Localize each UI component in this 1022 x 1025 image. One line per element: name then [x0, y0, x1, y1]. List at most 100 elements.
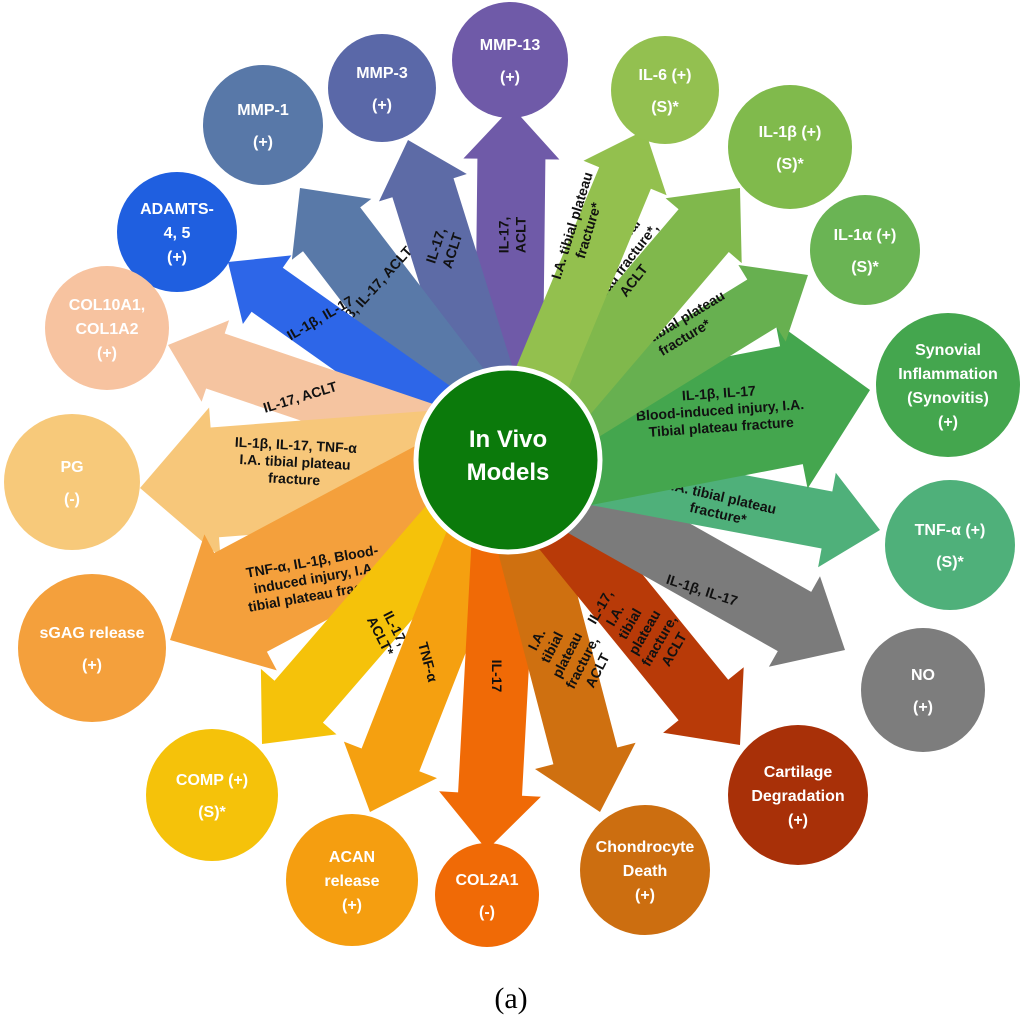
- target-circle-sgag: [18, 574, 166, 722]
- target-label-acan: ACAN release (+): [324, 849, 379, 914]
- arrow-label-line: IL-1β, IL-17: [681, 382, 756, 403]
- target-label-line: MMP-13: [480, 37, 541, 54]
- target-circle-il1b: [728, 85, 852, 209]
- target-label-line: MMP-3: [356, 65, 408, 82]
- target-circle-mmp1: [203, 65, 323, 185]
- figure-caption: (a): [494, 982, 528, 1015]
- target-label-il1b: IL-1β (+) (S)*: [759, 124, 822, 173]
- target-label-line: (+): [167, 249, 187, 266]
- target-label-sgag: sGAG release (+): [40, 625, 145, 674]
- target-circle-pg: [4, 414, 140, 550]
- target-label-line: (Synovitis): [907, 390, 989, 407]
- target-circle-col2: [435, 843, 539, 947]
- target-label-line: (+): [342, 897, 362, 914]
- arrow-il6: [493, 130, 667, 443]
- target-label-line: Synovial: [915, 342, 981, 359]
- target-label-line: (S)*: [776, 156, 804, 173]
- target-label-line: NO: [911, 667, 935, 684]
- target-circle-col10: [45, 266, 169, 390]
- arrow-label-mmp13: IL-17,ACLT: [495, 216, 528, 253]
- target-label-line: COMP (+): [176, 772, 248, 789]
- target-label-line: (+): [938, 414, 958, 431]
- target-label-tnfa: TNF-α (+) (S)*: [915, 522, 986, 571]
- center-label-line2: Models: [467, 459, 550, 486]
- target-label-line: IL-1α (+): [834, 227, 897, 244]
- target-circle-il1a: [810, 195, 920, 305]
- arrow-synovitis: [526, 321, 870, 514]
- arrow-label-line: fracture: [268, 470, 321, 489]
- target-label-line: COL10A1,: [69, 297, 145, 314]
- target-label-line: 4, 5: [164, 225, 191, 242]
- target-label-line: Degradation: [751, 788, 844, 805]
- target-label-il1a: IL-1α (+) (S)*: [834, 227, 897, 276]
- target-label-line: Chondrocyte: [596, 839, 695, 856]
- target-label-line: Death: [623, 863, 667, 880]
- center-label-line1: In Vivo: [469, 426, 547, 453]
- target-circle-acan: [286, 814, 418, 946]
- arrow-label-col2: IL-17: [489, 660, 505, 693]
- target-label-line: release: [324, 873, 379, 890]
- target-circle-tnfa: [885, 480, 1015, 610]
- target-label-comp: COMP (+) (S)*: [176, 772, 248, 821]
- target-label-pg: PG (-): [60, 459, 83, 508]
- center-circle: [413, 365, 603, 555]
- arrow-label-line: IL-17,: [495, 217, 511, 254]
- arrow-chondro: [483, 480, 636, 812]
- target-circle-adamts: [117, 172, 237, 292]
- target-label-mmp3: MMP-3 (+): [356, 65, 408, 114]
- target-label-line: TNF-α (+): [915, 522, 986, 539]
- target-label-line: (+): [500, 69, 520, 86]
- target-label-line: (S)*: [936, 554, 964, 571]
- target-label-line: (+): [97, 345, 117, 362]
- target-circle-synovitis: [876, 313, 1020, 457]
- target-label-line: IL-6 (+): [639, 67, 692, 84]
- target-label-line: (+): [635, 887, 655, 904]
- target-circle-il6: [611, 36, 719, 144]
- target-circle-layer: MMP-13(+)MMP-3(+)MMP-1(+)ADAMTS-4, 5(+)C…: [4, 2, 1020, 947]
- target-label-line: COL1A2: [75, 321, 138, 338]
- target-label-line: sGAG release: [40, 625, 145, 642]
- target-label-col2: COL2A1 (-): [455, 872, 518, 921]
- target-label-il6: IL-6 (+) (S)*: [639, 67, 692, 116]
- target-label-line: (-): [479, 904, 495, 921]
- target-label-line: MMP-1: [237, 102, 289, 119]
- target-circle-no: [861, 628, 985, 752]
- target-label-line: IL-1β (+): [759, 124, 822, 141]
- target-circle-cartilage: [728, 725, 868, 865]
- target-label-mmp13: MMP-13 (+): [480, 37, 541, 86]
- target-label-line: (+): [913, 699, 933, 716]
- target-label-line: PG: [60, 459, 83, 476]
- target-circle-mmp3: [328, 34, 436, 142]
- arrow-label-line: IL-1β, IL-17, TNF-α: [234, 434, 357, 456]
- target-circle-mmp13: [452, 2, 568, 118]
- target-label-line: (+): [372, 97, 392, 114]
- target-label-mmp1: MMP-1 (+): [237, 102, 289, 151]
- target-label-line: (S)*: [198, 804, 226, 821]
- target-label-line: (S)*: [851, 259, 879, 276]
- target-label-line: COL2A1: [455, 872, 518, 889]
- target-label-line: (+): [82, 657, 102, 674]
- arrow-label-line: ACLT: [512, 216, 528, 253]
- target-circle-chondro: [580, 805, 710, 935]
- arrow-mmp3: [379, 140, 530, 441]
- target-label-line: (-): [64, 491, 80, 508]
- target-label-no: NO (+): [911, 667, 935, 716]
- target-label-line: Cartilage: [764, 764, 833, 781]
- target-label-adamts: ADAMTS- 4, 5 (+): [140, 201, 214, 266]
- target-label-col10: COL10A1, COL1A2 (+): [69, 297, 145, 362]
- center-node: In Vivo Models: [413, 365, 603, 555]
- target-label-line: ADAMTS-: [140, 201, 214, 218]
- arrow-label-pg: IL-1β, IL-17, TNF-αI.A. tibial plateaufr…: [233, 434, 358, 490]
- target-label-line: (S)*: [651, 99, 679, 116]
- target-circle-comp: [146, 729, 278, 861]
- arrow-label-line: IL-17: [489, 660, 505, 693]
- arrow-label-line: I.A. tibial plateau: [239, 451, 351, 473]
- target-label-line: ACAN: [329, 849, 375, 866]
- target-label-line: (+): [253, 134, 273, 151]
- target-label-line: (+): [788, 812, 808, 829]
- target-label-line: Inflammation: [898, 366, 998, 383]
